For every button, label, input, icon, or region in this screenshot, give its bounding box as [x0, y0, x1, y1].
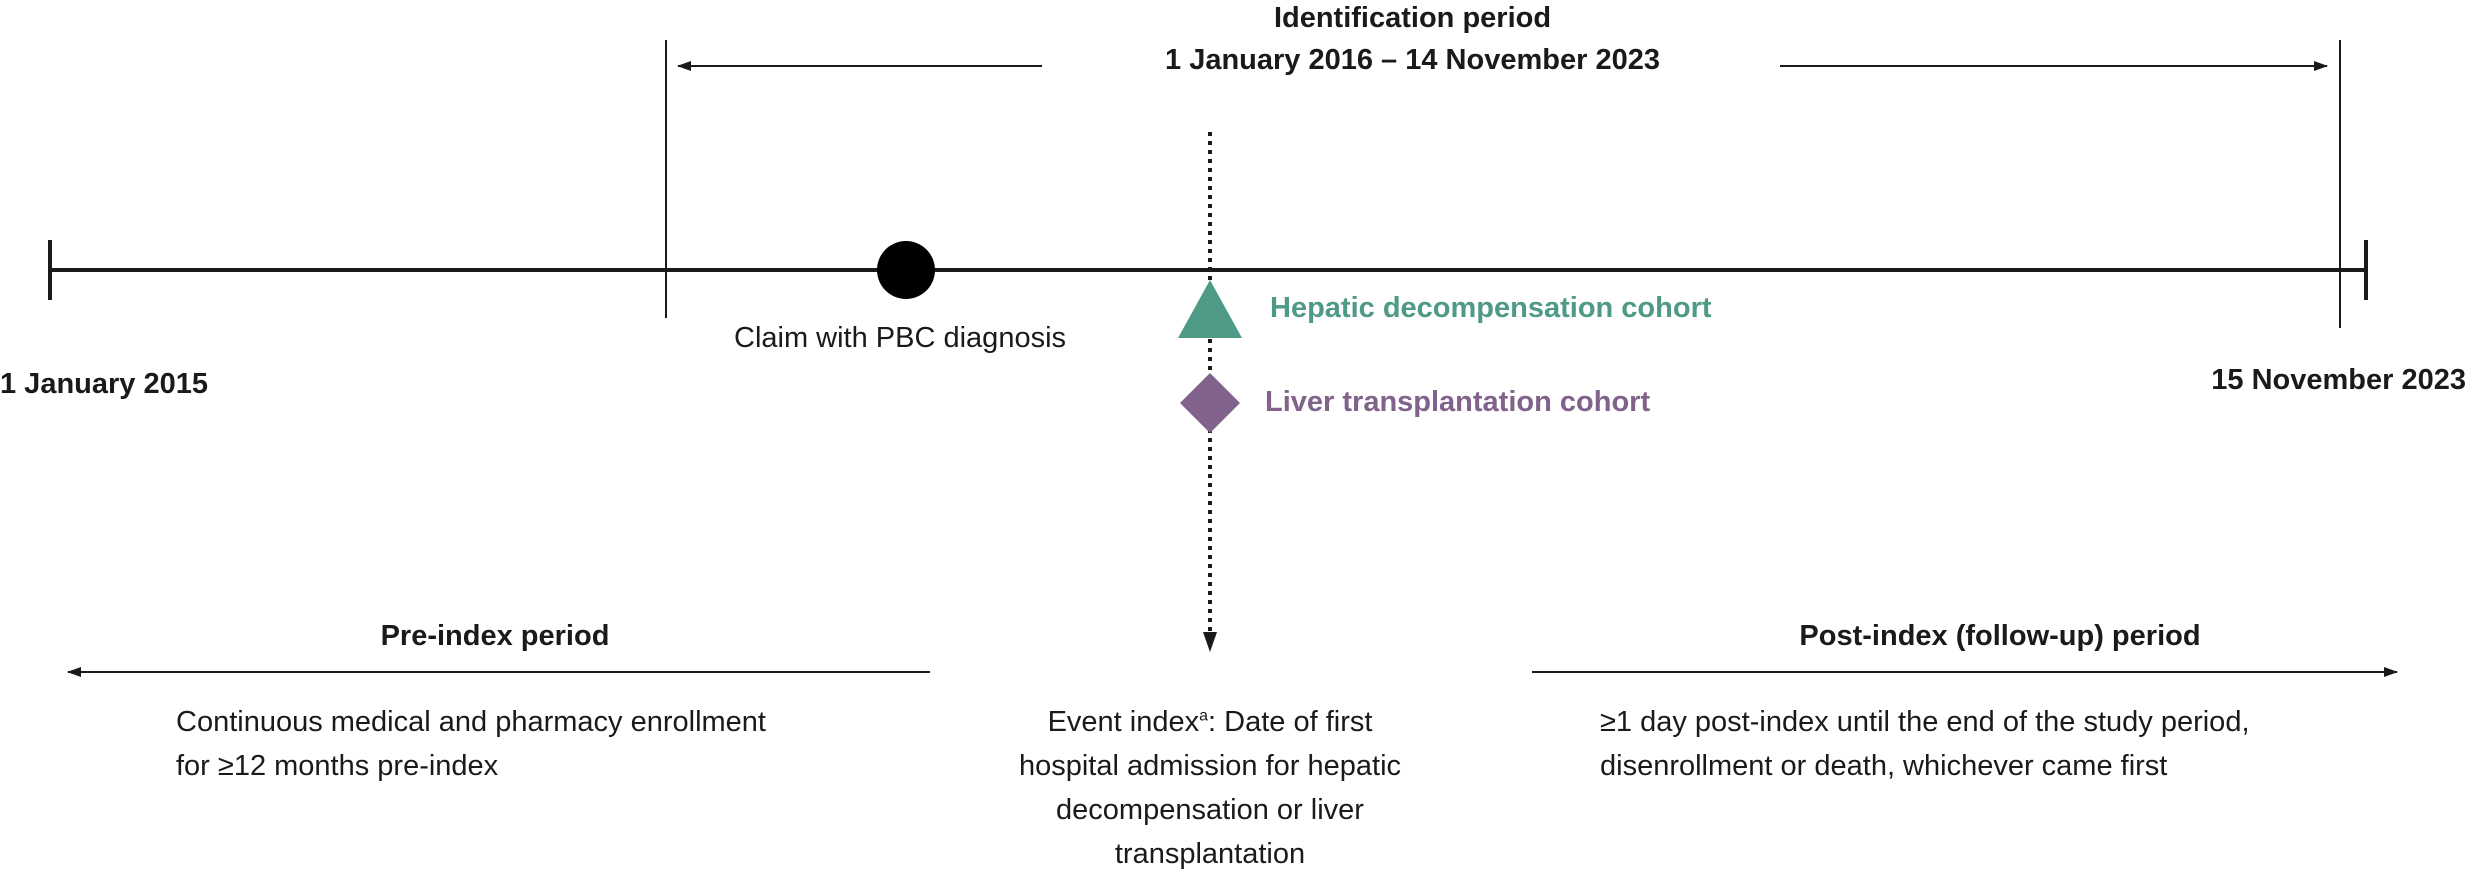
pre-index-title: Pre-index period: [380, 620, 610, 652]
pbc-diagnosis-marker: [877, 241, 935, 299]
event-index-line-3: decompensation or liver: [1056, 794, 1364, 826]
timeline-start-label: 1 January 2015: [0, 368, 208, 400]
post-index-line-1: ≥1 day post-index until the end of the s…: [1600, 706, 2250, 738]
identification-range: 1 January 2016 – 14 November 2023: [1165, 44, 1660, 76]
liver-transplantation-marker: [1180, 373, 1240, 433]
timeline-end-label: 15 November 2023: [2211, 364, 2466, 396]
hepatic-decompensation-label: Hepatic decompensation cohort: [1270, 292, 1712, 324]
event-index-line-2: hospital admission for hepatic: [1018, 750, 1402, 782]
pre-index-line-1: Continuous medical and pharmacy enrollme…: [176, 706, 766, 738]
event-index-prefix: Event index: [1047, 706, 1200, 738]
event-index-line-4: transplantation: [1114, 838, 1306, 870]
pre-index-description: Continuous medical and pharmacy enrollme…: [176, 700, 766, 788]
post-index-title: Post-index (follow-up) period: [1799, 620, 2201, 652]
index-arrowhead: [1203, 632, 1217, 652]
post-index-line-2: disenrollment or death, whichever came f…: [1600, 750, 2168, 782]
event-index-line-1-rest: : Date of first: [1208, 706, 1373, 738]
event-index-line-1: Event indexa: Date of first: [960, 700, 1460, 744]
hepatic-decompensation-marker: [1178, 280, 1242, 338]
post-index-description: ≥1 day post-index until the end of the s…: [1600, 700, 2250, 788]
claim-label: Claim with PBC diagnosis: [734, 322, 1067, 354]
liver-transplantation-label: Liver transplantation cohort: [1265, 386, 1651, 418]
pre-index-line-2: for ≥12 months pre-index: [176, 750, 499, 782]
event-index-superscript: a: [1199, 707, 1209, 725]
event-index-description: Event indexa: Date of first hospital adm…: [960, 700, 1460, 876]
identification-title: Identification period: [1273, 2, 1552, 34]
